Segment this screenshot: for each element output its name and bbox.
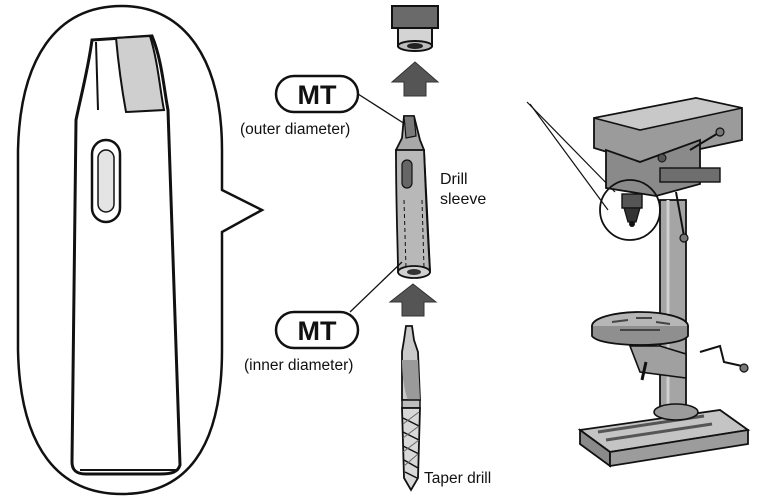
spindle-nose <box>391 5 439 52</box>
mt-inner-label: MT <box>298 316 337 346</box>
drill-sleeve <box>395 115 431 279</box>
drill-sleeve-label-line1: Drill <box>440 171 468 188</box>
mt-inner-caption: (inner diameter) <box>244 357 353 374</box>
mt-outer-leader <box>357 93 406 125</box>
chuck-highlight-circle <box>599 179 661 241</box>
mt-outer-caption: (outer diameter) <box>240 121 350 138</box>
up-arrow-icon <box>390 61 440 97</box>
up-arrow-icon <box>388 283 438 317</box>
drill-press-illustration <box>526 97 751 468</box>
mt-outer-badge: MT <box>274 74 360 114</box>
mt-inner-badge: MT <box>274 310 360 350</box>
sleeve-closeup <box>70 34 182 476</box>
mt-outer-label: MT <box>298 80 337 110</box>
taper-drill <box>401 325 421 492</box>
taper-drill-label: Taper drill <box>424 470 491 487</box>
drill-sleeve-label-line2: sleeve <box>440 191 486 208</box>
zoom-callout <box>16 4 265 496</box>
mt-inner-leader <box>349 261 403 313</box>
